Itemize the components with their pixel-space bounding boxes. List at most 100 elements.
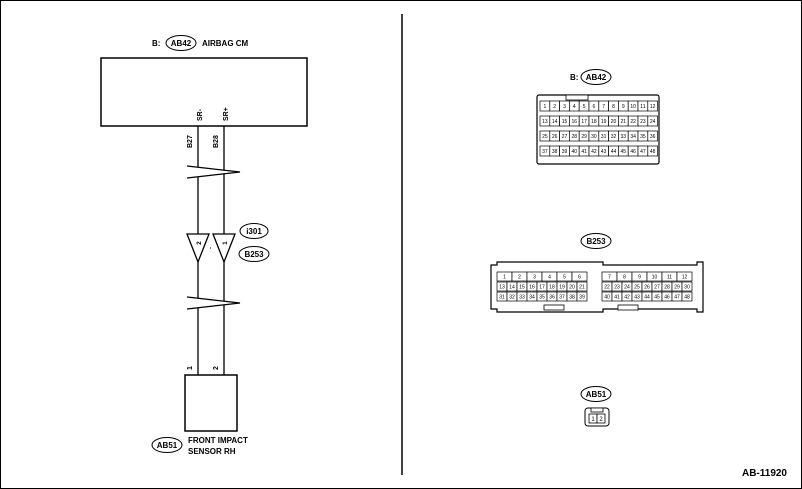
pin-cell: 10 bbox=[630, 104, 636, 110]
pin-cell: 8 bbox=[623, 275, 626, 281]
pin-cell: 5 bbox=[563, 275, 566, 281]
pin-cell: 22 bbox=[604, 285, 610, 291]
svg-text:B:: B: bbox=[152, 39, 160, 48]
pin-cell: 14 bbox=[552, 119, 558, 125]
pin-cell: 22 bbox=[630, 119, 636, 125]
ab42-label: B: AB42 bbox=[570, 69, 612, 85]
pin-cell: 32 bbox=[509, 295, 515, 301]
airbag-cm-code-oval bbox=[165, 35, 197, 51]
pin-cell: 7 bbox=[608, 275, 611, 281]
pin-cell: 23 bbox=[614, 285, 620, 291]
pin-cell: 41 bbox=[581, 149, 587, 155]
pin-cell: 4 bbox=[573, 104, 576, 110]
pin-cell: 18 bbox=[591, 119, 597, 125]
pin-cell: 11 bbox=[667, 275, 672, 281]
pin-cell: 40 bbox=[604, 295, 610, 301]
ab51-connector: 1 2 bbox=[584, 407, 610, 427]
pin-cell: 15 bbox=[562, 119, 568, 125]
junction-connector: 2 1 bbox=[186, 233, 236, 264]
pin-cell: 30 bbox=[684, 285, 690, 291]
pin-cell: 25 bbox=[542, 134, 548, 140]
pin-cell: 9 bbox=[638, 275, 641, 281]
pin-label-sr-minus: SR- bbox=[197, 108, 204, 121]
pin-cell: 13 bbox=[542, 119, 548, 125]
pin-cell: 47 bbox=[640, 149, 646, 155]
pin-cell: 40 bbox=[572, 149, 578, 155]
svg-text:AB51: AB51 bbox=[157, 441, 178, 450]
pin-cell: 2 bbox=[518, 275, 521, 281]
pin-cell: 17 bbox=[539, 285, 545, 291]
sensor-pin-1: 1 bbox=[187, 366, 194, 370]
pin-cell: 3 bbox=[563, 104, 566, 110]
pin-cell: 8 bbox=[612, 104, 615, 110]
sensor-pin-2: 2 bbox=[213, 366, 220, 370]
pin-cell: 36 bbox=[650, 134, 656, 140]
pin-cell: 36 bbox=[549, 295, 555, 301]
pin-cell: 37 bbox=[559, 295, 565, 301]
pin-cell: 19 bbox=[559, 285, 565, 291]
pin-cell: 5 bbox=[583, 104, 586, 110]
wire-break-top bbox=[186, 165, 241, 179]
pin-cell: 29 bbox=[581, 134, 587, 140]
pin-cell: 24 bbox=[650, 119, 656, 125]
pin-cell: 25 bbox=[634, 285, 640, 291]
pin-cell: 30 bbox=[591, 134, 597, 140]
pin-cell: 44 bbox=[644, 295, 650, 301]
pin-cell: 31 bbox=[499, 295, 505, 301]
pin-cell: 14 bbox=[509, 285, 515, 291]
pin-cell: 11 bbox=[640, 104, 645, 110]
pin-cell: 45 bbox=[621, 149, 627, 155]
svg-text:FRONT IMPACT: FRONT IMPACT bbox=[188, 436, 248, 445]
pin-cell: 23 bbox=[640, 119, 646, 125]
diagram-reference: AB-11920 bbox=[742, 468, 787, 479]
svg-text:B253: B253 bbox=[586, 237, 606, 246]
svg-text:SENSOR RH: SENSOR RH bbox=[188, 447, 236, 456]
pin-cell: 21 bbox=[621, 119, 627, 125]
pin-label-sr-plus: SR+ bbox=[223, 107, 230, 121]
pin-cell: 28 bbox=[572, 134, 578, 140]
pin-cell: 10 bbox=[652, 275, 658, 281]
pin-cell: 31 bbox=[601, 134, 607, 140]
pin-cell: 20 bbox=[569, 285, 575, 291]
pin-cell: 43 bbox=[601, 149, 607, 155]
pin-cell: 15 bbox=[519, 285, 525, 291]
pin-cell: 37 bbox=[542, 149, 548, 155]
svg-text:1: 1 bbox=[591, 417, 595, 423]
pin-cell: 6 bbox=[578, 275, 581, 281]
pin-cell: 34 bbox=[630, 134, 636, 140]
airbag-cm-box bbox=[100, 57, 308, 127]
svg-text:AB51: AB51 bbox=[586, 390, 607, 399]
pin-cell: 29 bbox=[674, 285, 680, 291]
pin-cell: 38 bbox=[552, 149, 558, 155]
svg-text:1: 1 bbox=[222, 241, 229, 245]
pin-cell: 24 bbox=[624, 285, 630, 291]
pin-cell: 32 bbox=[611, 134, 617, 140]
pin-cell: 12 bbox=[650, 104, 656, 110]
wire-code-b28: B28 bbox=[213, 135, 220, 148]
svg-text:AB42: AB42 bbox=[586, 73, 607, 82]
airbag-cm-label: B: AB42 AIRBAG CM bbox=[152, 35, 249, 51]
svg-text:AIRBAG CM: AIRBAG CM bbox=[202, 39, 249, 48]
pin-cell: 2 bbox=[553, 104, 556, 110]
pin-cell: 16 bbox=[529, 285, 535, 291]
ab51-label: AB51 bbox=[580, 386, 612, 402]
pin-cell: 41 bbox=[614, 295, 620, 301]
pin-cell: 17 bbox=[581, 119, 587, 125]
pin-cell: 46 bbox=[664, 295, 670, 301]
pin-cell: 35 bbox=[640, 134, 646, 140]
pin-cell: 6 bbox=[593, 104, 596, 110]
pin-cell: 26 bbox=[644, 285, 650, 291]
pin-cell: 33 bbox=[621, 134, 627, 140]
pin-cell: 3 bbox=[533, 275, 536, 281]
front-impact-sensor-box bbox=[184, 374, 238, 432]
pin-cell: 26 bbox=[552, 134, 558, 140]
pin-cell: 12 bbox=[682, 275, 688, 281]
pin-cell: 48 bbox=[650, 149, 656, 155]
pin-cell: 48 bbox=[684, 295, 690, 301]
pin-cell: 16 bbox=[572, 119, 578, 125]
pin-cell: 7 bbox=[602, 104, 605, 110]
wire-break-bottom bbox=[186, 296, 241, 310]
